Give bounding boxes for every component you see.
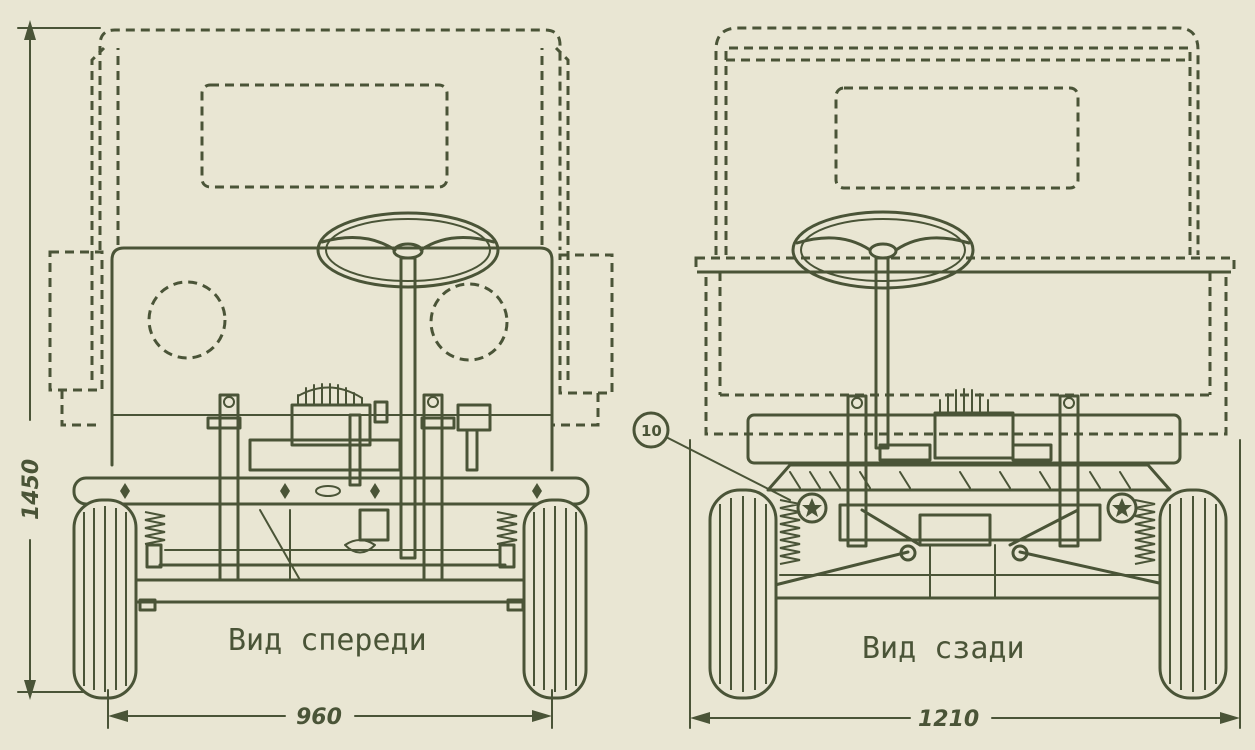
rear-engine: [746, 388, 1182, 465]
front-engine: [248, 383, 492, 487]
rear-callout: 10: [632, 411, 791, 501]
rear-cab-outline: [714, 26, 1200, 255]
rear-callout-number: 10: [641, 422, 662, 440]
front-lower-frame: [133, 508, 529, 612]
rear-left-tire: [708, 488, 778, 700]
front-width-dimension: 960: [107, 689, 553, 730]
front-body: [48, 246, 614, 472]
front-cab-outline: [90, 28, 570, 380]
front-height-dimension: 1450: [17, 20, 101, 700]
rear-view: 10 Вид сзади 1210: [632, 26, 1241, 732]
front-suspension-posts: [206, 393, 456, 582]
rear-frame: [766, 463, 1172, 600]
rear-width-dimension: 1210: [689, 439, 1241, 732]
front-springs: [144, 511, 518, 569]
front-height-label: 1450: [19, 459, 44, 520]
front-beam: [72, 476, 590, 506]
rear-springs: [779, 492, 1156, 565]
front-view: 1450: [17, 20, 614, 730]
rear-view-caption: Вид сзади: [862, 631, 1025, 666]
front-width-label: 960: [296, 705, 342, 730]
front-left-tire: [72, 498, 138, 700]
rear-width-label: 1210: [918, 707, 979, 732]
rear-steering-wheel: [791, 210, 975, 450]
rear-suspension-posts: [846, 394, 1080, 548]
rear-right-tire: [1158, 488, 1228, 700]
front-steering-wheel: [316, 211, 500, 560]
front-right-tire: [522, 498, 588, 700]
rear-body: [694, 256, 1236, 436]
front-view-caption: Вид спереди: [228, 623, 427, 658]
